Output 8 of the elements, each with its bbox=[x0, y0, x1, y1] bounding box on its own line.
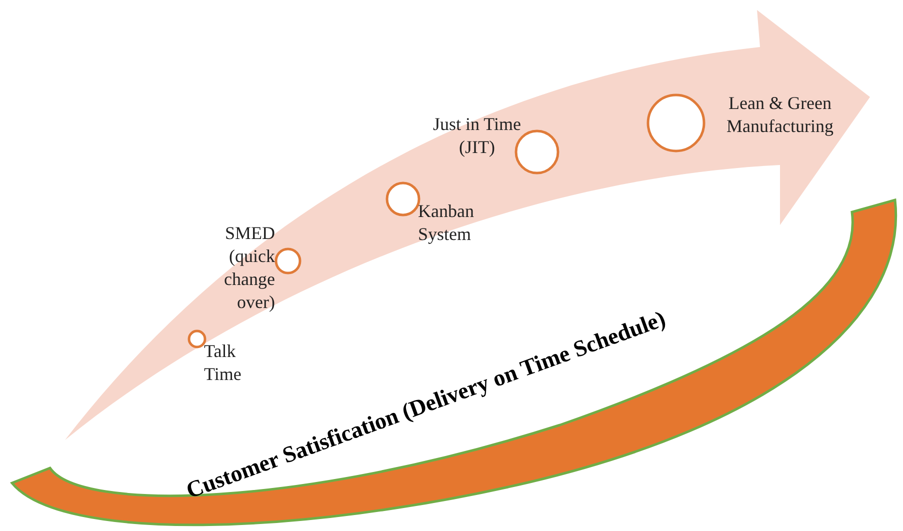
milestone-circle bbox=[646, 93, 706, 153]
milestone-label: Talk Time bbox=[204, 340, 242, 386]
milestone-label: Just in Time (JIT) bbox=[432, 113, 522, 159]
milestone-label: Kanban System bbox=[418, 200, 475, 246]
milestone-circle bbox=[514, 129, 560, 175]
milestone-label: SMED (quick change over) bbox=[223, 222, 275, 314]
milestone-label: Lean & Green Manufacturing bbox=[726, 92, 834, 138]
milestone-circle bbox=[274, 247, 302, 275]
